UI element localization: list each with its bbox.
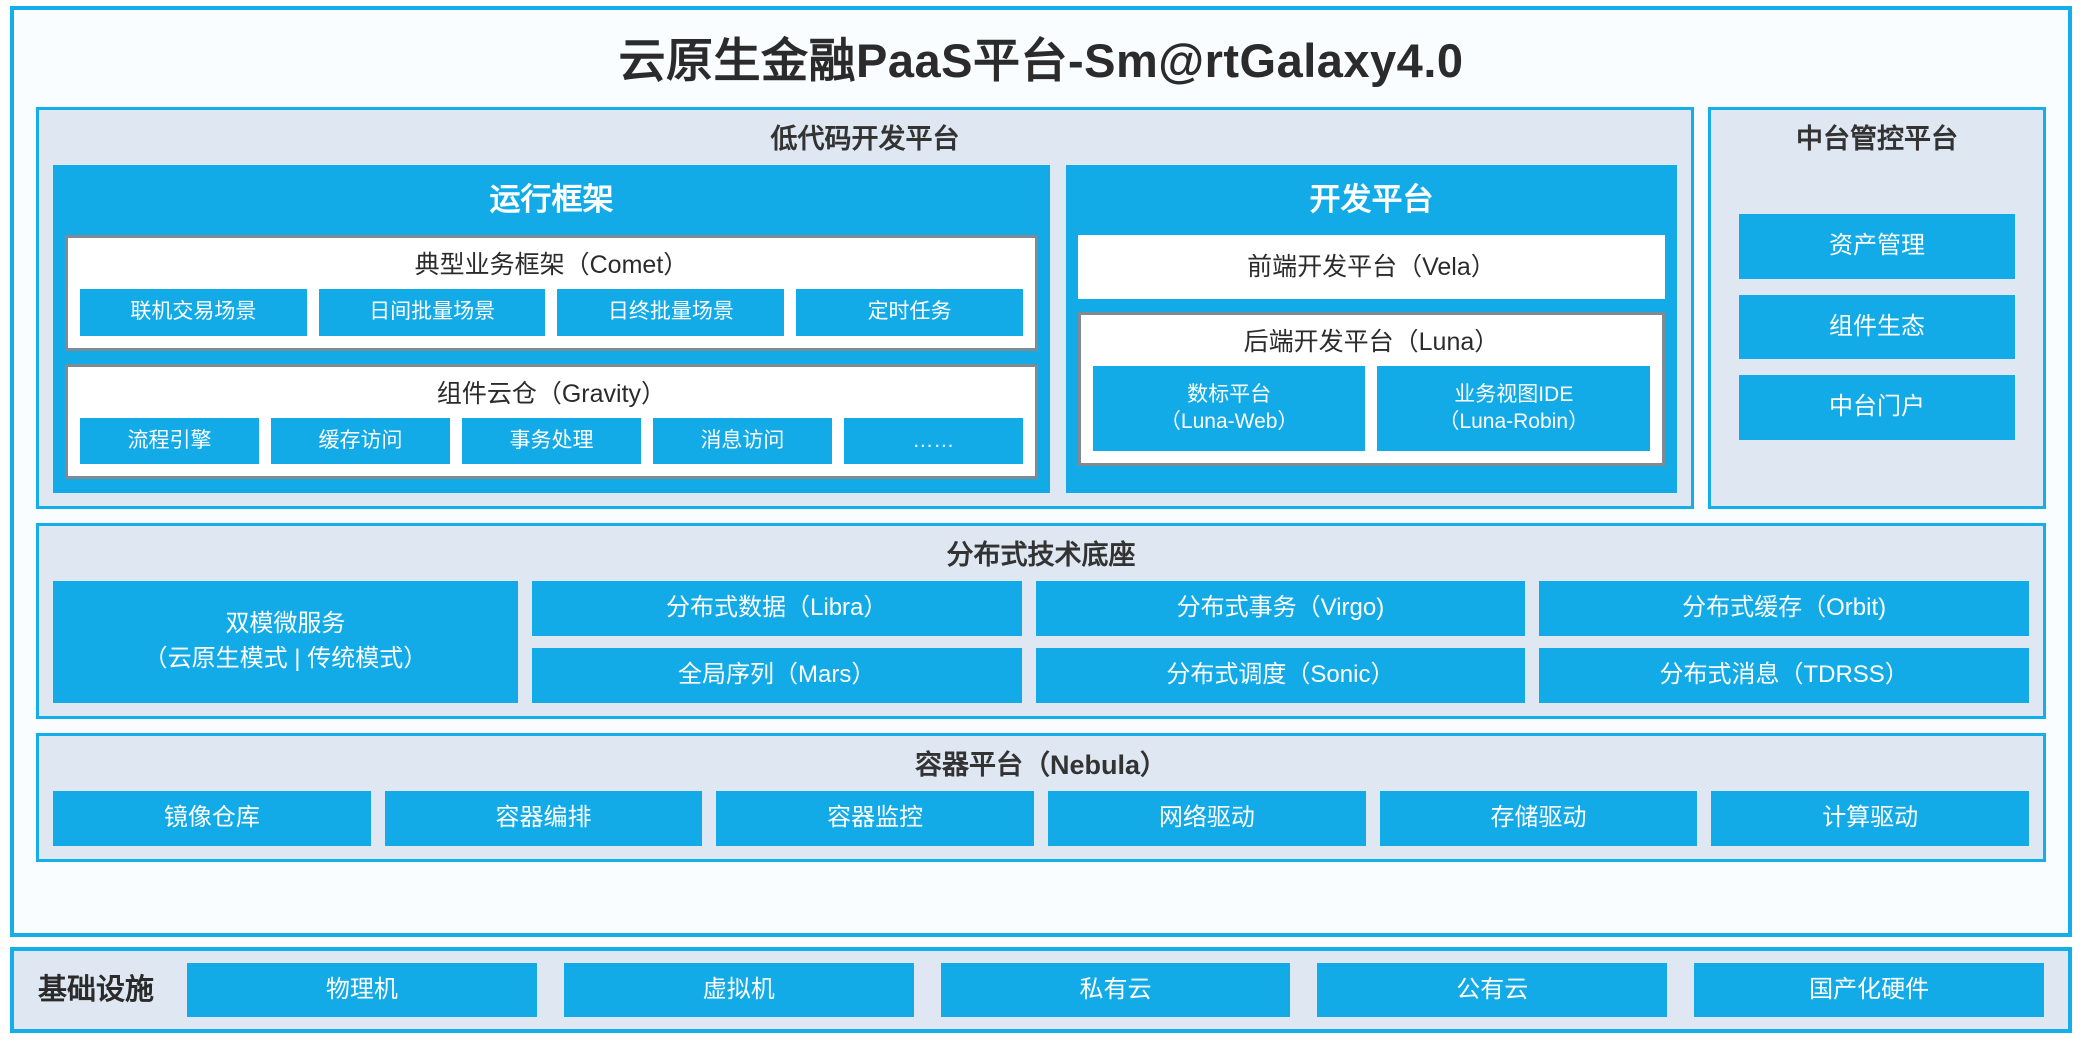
luna-web-line1: 数标平台 [1187, 383, 1272, 407]
distributed-base-panel: 分布式技术底座 双模微服务 （云原生模式 | 传统模式） 分布式数据（Libra… [36, 522, 2046, 719]
backend-platform-title: 后端开发平台（Luna） [1243, 328, 1500, 357]
distributed-cell-orbit[interactable]: 分布式缓存（Orbit) [1539, 581, 2029, 637]
frontend-platform-box[interactable]: 前端开发平台（Vela） [1077, 235, 1665, 300]
container-cell-compute-driver[interactable]: 计算驱动 [1711, 791, 2030, 846]
container-cell-image-registry[interactable]: 镜像仓库 [53, 791, 371, 846]
luna-robin-chip[interactable]: 业务视图IDE （Luna-Robin） [1377, 366, 1650, 451]
distributed-column: 分布式事务（Virgo) 分布式调度（Sonic） [1035, 581, 1526, 703]
container-cell-monitoring[interactable]: 容器监控 [716, 791, 1035, 846]
dual-mode-line2: （云原生模式 | 传统模式） [143, 645, 428, 673]
container-cell-network-driver[interactable]: 网络驱动 [1048, 791, 1366, 846]
comet-title: 典型业务框架（Comet） [414, 251, 689, 280]
infrastructure-chip-private-cloud[interactable]: 私有云 [940, 962, 1291, 1018]
lowcode-platform-title: 低代码开发平台 [770, 123, 960, 154]
container-cell-storage-driver[interactable]: 存储驱动 [1379, 791, 1698, 846]
gravity-chip[interactable]: 流程引擎 [80, 417, 259, 464]
gravity-chip-row: 流程引擎 缓存访问 事务处理 消息访问 …… [80, 417, 1023, 464]
comet-chip[interactable]: 联机交易场景 [80, 289, 307, 336]
gravity-title: 组件云仓（Gravity） [436, 379, 667, 408]
container-cell-orchestration[interactable]: 容器编排 [384, 791, 703, 846]
luna-web-line2: （Luna-Web） [1159, 409, 1299, 433]
backend-platform-box: 后端开发平台（Luna） 数标平台 （Luna-Web） 业务视图IDE （Lu… [1077, 312, 1665, 466]
comet-chip-row: 联机交易场景 日间批量场景 日终批量场景 定时任务 [80, 289, 1023, 336]
comet-chip[interactable]: 日终批量场景 [557, 289, 785, 336]
comet-box: 典型业务框架（Comet） 联机交易场景 日间批量场景 日终批量场景 定时任务 [65, 235, 1038, 351]
infrastructure-bar: 基础设施 物理机 虚拟机 私有云 公有云 国产化硬件 [10, 947, 2072, 1033]
gravity-chip[interactable]: 事务处理 [461, 417, 641, 464]
distributed-column: 分布式数据（Libra） 全局序列（Mars） [531, 581, 1022, 703]
midoffice-button-portal[interactable]: 中台门户 [1739, 375, 2015, 441]
lowcode-body: 运行框架 典型业务框架（Comet） 联机交易场景 日间批量场景 日终批量场景 … [53, 165, 1677, 493]
luna-web-chip[interactable]: 数标平台 （Luna-Web） [1092, 366, 1366, 451]
infrastructure-chip-public-cloud[interactable]: 公有云 [1317, 962, 1668, 1018]
midoffice-button-list: 资产管理 组件生态 中台门户 [1725, 165, 2029, 493]
infrastructure-chip-physical[interactable]: 物理机 [187, 962, 537, 1018]
dual-mode-line1: 双模微服务 [225, 610, 346, 638]
container-platform-row: 镜像仓库 容器编排 容器监控 网络驱动 存储驱动 计算驱动 [53, 791, 2030, 846]
luna-robin-line2: （Luna-Robin） [1438, 409, 1590, 433]
page-title: 云原生金融PaaS平台-Sm@rtGalaxy4.0 [618, 34, 1464, 87]
gravity-box: 组件云仓（Gravity） 流程引擎 缓存访问 事务处理 消息访问 …… [65, 363, 1038, 479]
gravity-chip[interactable]: 缓存访问 [270, 417, 450, 464]
midoffice-platform-title: 中台管控平台 [1796, 123, 1958, 154]
top-row: 低代码开发平台 运行框架 典型业务框架（Comet） 联机交易场景 日间批量场景… [36, 106, 2046, 509]
distributed-grid: 双模微服务 （云原生模式 | 传统模式） 分布式数据（Libra） 全局序列（M… [53, 581, 2029, 703]
infrastructure-chip-virtual[interactable]: 虚拟机 [563, 962, 914, 1018]
lowcode-platform-panel: 低代码开发平台 运行框架 典型业务框架（Comet） 联机交易场景 日间批量场景… [36, 106, 1694, 509]
runtime-framework-title: 运行框架 [489, 182, 614, 218]
gravity-chip[interactable]: 消息访问 [652, 417, 832, 464]
development-platform-title: 开发平台 [1309, 182, 1434, 218]
midoffice-platform-panel: 中台管控平台 资产管理 组件生态 中台门户 [1708, 106, 2046, 509]
distributed-cell-libra[interactable]: 分布式数据（Libra） [531, 581, 1022, 637]
dual-mode-microservice-box[interactable]: 双模微服务 （云原生模式 | 传统模式） [53, 581, 518, 703]
midoffice-button-component[interactable]: 组件生态 [1739, 294, 2015, 360]
infrastructure-chip-domestic-hardware[interactable]: 国产化硬件 [1694, 962, 2044, 1018]
luna-robin-line1: 业务视图IDE [1454, 383, 1574, 407]
container-platform-title: 容器平台（Nebula） [914, 749, 1168, 780]
distributed-base-title: 分布式技术底座 [946, 539, 1136, 570]
distributed-column: 分布式缓存（Orbit) 分布式消息（TDRSS） [1539, 581, 2029, 703]
infrastructure-items: 物理机 虚拟机 私有云 公有云 国产化硬件 [187, 962, 2044, 1018]
platform-frame: 云原生金融PaaS平台-Sm@rtGalaxy4.0 低代码开发平台 运行框架 … [10, 6, 2072, 937]
development-platform-block: 开发平台 前端开发平台（Vela） 后端开发平台（Luna） 数标平台 （Lun… [1065, 165, 1677, 493]
runtime-framework-block: 运行框架 典型业务框架（Comet） 联机交易场景 日间批量场景 日终批量场景 … [53, 165, 1050, 493]
distributed-cell-tdrss[interactable]: 分布式消息（TDRSS） [1539, 648, 2029, 703]
lower-stack: 分布式技术底座 双模微服务 （云原生模式 | 传统模式） 分布式数据（Libra… [36, 522, 2046, 862]
gravity-chip-ellipsis[interactable]: …… [843, 417, 1023, 464]
container-platform-panel: 容器平台（Nebula） 镜像仓库 容器编排 容器监控 网络驱动 存储驱动 计算… [36, 732, 2046, 862]
distributed-cell-virgo[interactable]: 分布式事务（Virgo) [1035, 581, 1526, 637]
comet-chip[interactable]: 定时任务 [796, 289, 1023, 336]
infrastructure-label: 基础设施 [38, 973, 155, 1006]
midoffice-button-asset[interactable]: 资产管理 [1739, 213, 2015, 279]
backend-chip-row: 数标平台 （Luna-Web） 业务视图IDE （Luna-Robin） [1092, 366, 1650, 451]
comet-chip[interactable]: 日间批量场景 [318, 289, 546, 336]
distributed-cell-sonic[interactable]: 分布式调度（Sonic） [1035, 648, 1526, 703]
distributed-cell-mars[interactable]: 全局序列（Mars） [531, 648, 1022, 703]
